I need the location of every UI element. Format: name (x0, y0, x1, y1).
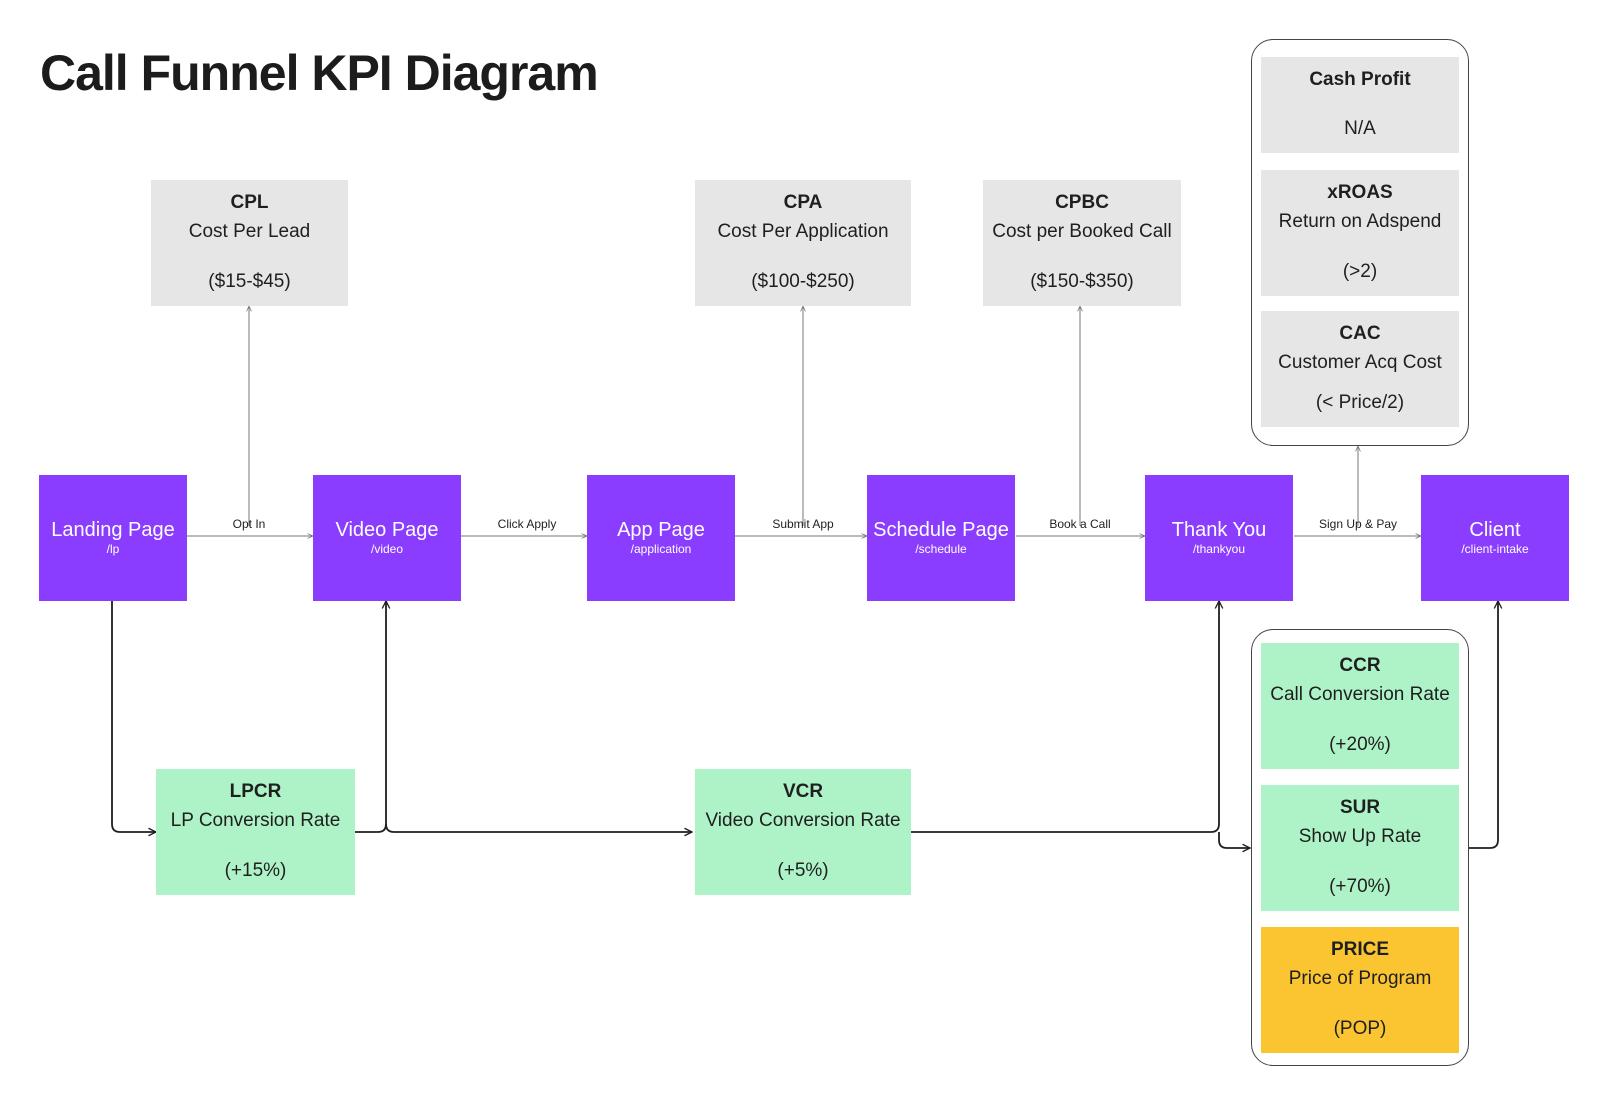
page-landing: Landing Page /lp (39, 475, 187, 601)
page-name: Landing Page (51, 519, 175, 541)
kpi-abbr: CCR (1339, 655, 1381, 676)
page-name: Video Page (335, 519, 439, 541)
kpi-name: Price of Program (1288, 968, 1432, 989)
kpi-abbr: CAC (1339, 323, 1381, 344)
kpi-abbr: CPBC (1055, 192, 1109, 213)
page-path: /lp (106, 542, 120, 556)
kpi-name: Return on Adspend (1278, 211, 1442, 232)
kpi-name: Cost Per Lead (188, 221, 311, 242)
kpi-cash-profit: Cash Profit N/A (1261, 57, 1459, 153)
kpi-cac: CAC Customer Acq Cost (< Price/2) (1261, 311, 1459, 427)
kpi-abbr: xROAS (1327, 182, 1393, 203)
kpi-abbr: CPL (230, 192, 269, 213)
kpi-value: (>2) (1342, 261, 1378, 282)
kpi-cpbc: CPBC Cost per Booked Call ($150-$350) (983, 180, 1181, 306)
kpi-value: (< Price/2) (1315, 392, 1405, 413)
kpi-value: (POP) (1333, 1018, 1387, 1039)
transition-label: Sign Up & Pay (1318, 517, 1398, 531)
page-path: /client-intake (1461, 542, 1529, 556)
kpi-abbr: CPA (783, 192, 823, 213)
kpi-name: Cost per Booked Call (992, 221, 1172, 242)
page-client: Client /client-intake (1421, 475, 1569, 601)
page-app: App Page /application (587, 475, 735, 601)
kpi-value: (+15%) (224, 860, 287, 881)
kpi-abbr: VCR (782, 781, 824, 802)
kpi-abbr: Cash Profit (1309, 69, 1411, 90)
kpi-abbr: LPCR (229, 781, 282, 802)
kpi-name: Show Up Rate (1298, 826, 1422, 847)
kpi-name: Customer Acq Cost (1278, 352, 1442, 373)
kpi-cpl: CPL Cost Per Lead ($15-$45) (151, 180, 348, 306)
page-path: /video (370, 542, 404, 556)
page-name: Thank You (1171, 519, 1267, 541)
page-name: App Page (617, 519, 705, 541)
kpi-sur: SUR Show Up Rate (+70%) (1261, 785, 1459, 911)
kpi-name: Cost Per Application (717, 221, 889, 242)
transition-label: Book a Call (1049, 517, 1111, 531)
kpi-vcr: VCR Video Conversion Rate (+5%) (695, 769, 911, 895)
page-path: /schedule (915, 542, 967, 556)
page-name: Schedule Page (873, 519, 1009, 541)
kpi-value: N/A (1344, 118, 1376, 139)
kpi-abbr: PRICE (1330, 939, 1390, 960)
kpi-price: PRICE Price of Program (POP) (1261, 927, 1459, 1053)
kpi-name: Call Conversion Rate (1270, 684, 1450, 705)
page-thankyou: Thank You /thankyou (1145, 475, 1293, 601)
kpi-name: Video Conversion Rate (705, 810, 901, 831)
kpi-ccr: CCR Call Conversion Rate (+20%) (1261, 643, 1459, 769)
kpi-lpcr: LPCR LP Conversion Rate (+15%) (156, 769, 355, 895)
transition-label: Submit App (772, 517, 834, 531)
transition-label: Opt In (232, 517, 266, 531)
kpi-value: ($15-$45) (208, 271, 291, 292)
flow-lp-to-lpcr (111, 601, 156, 832)
kpi-value: (+20%) (1329, 734, 1391, 755)
page-name: Client (1469, 519, 1521, 541)
kpi-cpa: CPA Cost Per Application ($100-$250) (695, 180, 911, 306)
kpi-xroas: xROAS Return on Adspend (>2) (1261, 170, 1459, 296)
page-path: /application (630, 542, 692, 556)
transition-label: Click Apply (497, 517, 557, 531)
kpi-value: ($150-$350) (1030, 271, 1134, 292)
kpi-value: (+70%) (1329, 876, 1391, 897)
flow-lpcr-to-video (355, 601, 386, 833)
page-video: Video Page /video (313, 475, 461, 601)
flow-lpcr-to-vcr (385, 823, 692, 832)
kpi-name: LP Conversion Rate (170, 810, 341, 831)
kpi-value: ($100-$250) (751, 271, 855, 292)
kpi-value: (+5%) (777, 860, 829, 881)
flow-vcr-to-sales-group (1218, 832, 1250, 848)
kpi-abbr: SUR (1339, 797, 1381, 818)
page-schedule: Schedule Page /schedule (867, 475, 1015, 601)
page-title: Call Funnel KPI Diagram (40, 45, 599, 101)
flow-vcr-to-thankyou (911, 601, 1219, 833)
page-path: /thankyou (1192, 542, 1246, 556)
flow-sales-group-to-client (1468, 601, 1498, 849)
